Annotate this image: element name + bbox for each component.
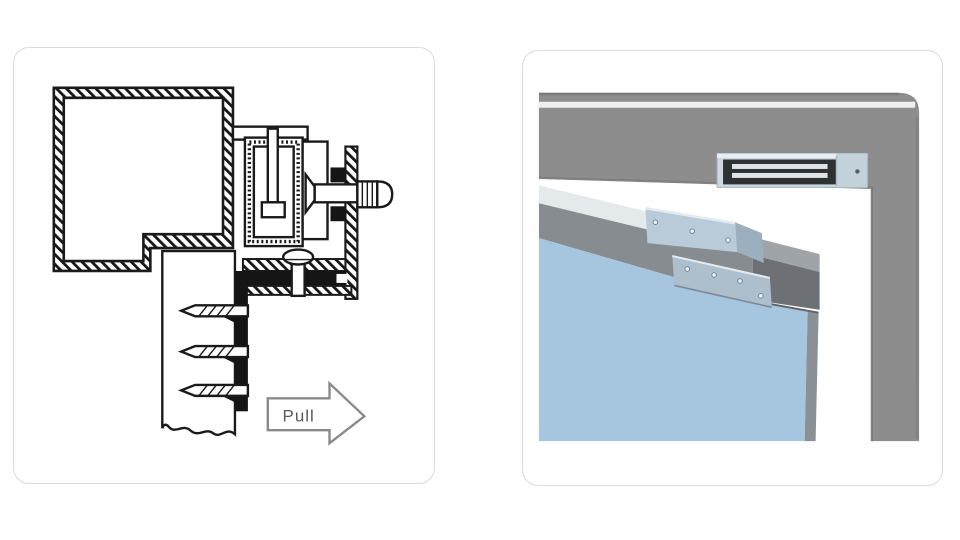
through-bolt xyxy=(304,170,394,216)
pull-arrow: Pull xyxy=(266,380,367,446)
cross-section-drawing: Pull xyxy=(52,86,394,446)
right-panel-3d-view xyxy=(522,50,943,486)
maglock-end-plate xyxy=(836,153,868,188)
left-panel-cross-section: Pull xyxy=(13,47,435,484)
z-bracket xyxy=(645,207,772,309)
door-panel-blue xyxy=(538,238,808,442)
wood-screws xyxy=(177,304,250,398)
door-edge-strip xyxy=(804,311,819,442)
bracket-fold-face xyxy=(734,222,764,264)
magnet-fixing-screw xyxy=(260,127,286,219)
frame-profile-section xyxy=(52,86,235,273)
frame-highlight-stripe xyxy=(538,101,916,108)
bracket-screw-dots xyxy=(652,219,764,299)
gasket-notch xyxy=(336,273,348,283)
frame-inner-edge xyxy=(538,176,873,442)
flat-head-screw xyxy=(282,248,315,298)
maglock-magnet-face xyxy=(723,159,837,185)
bracket-lower-plate xyxy=(672,255,772,307)
rubber-washer-bottom xyxy=(330,206,346,222)
rubber-washer-top xyxy=(330,167,346,183)
maglock-led-dot xyxy=(855,169,860,174)
bracket-vertical-plate xyxy=(344,145,359,300)
installation-illustration xyxy=(538,92,920,442)
door-end-cap-top xyxy=(752,237,820,272)
maglock xyxy=(716,153,868,188)
door-section xyxy=(161,249,237,437)
pull-label: Pull xyxy=(283,406,315,425)
